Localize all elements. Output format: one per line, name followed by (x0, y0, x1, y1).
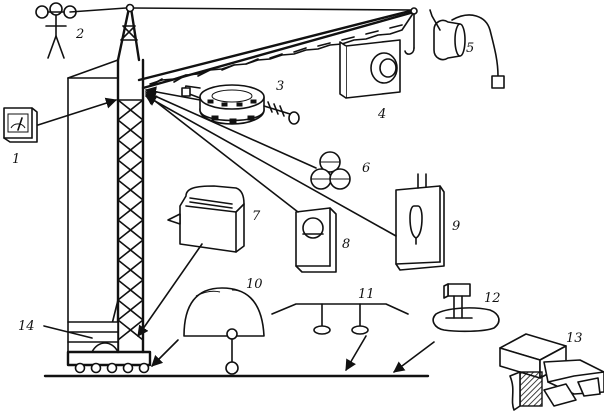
brake-mechanism: 7 (137, 185, 261, 337)
load-limiter: 3 (181, 79, 300, 125)
leader-lines (144, 86, 397, 237)
pulley-block: 6 (310, 151, 370, 190)
label-1: 1 (12, 152, 20, 167)
label-10: 10 (246, 277, 263, 292)
rail-clamp: 13 (499, 331, 604, 411)
anemometer: 2 (35, 2, 127, 59)
label-9: 9 (452, 219, 460, 234)
label-3: 3 (276, 79, 284, 94)
label-8: 8 (342, 237, 350, 252)
callout-14: 14 (18, 319, 93, 339)
ground-plate-sensor: 12 (393, 283, 501, 373)
tower-crane (66, 3, 418, 374)
label-14: 14 (18, 319, 35, 334)
label-2: 2 (75, 27, 84, 42)
label-12: 12 (484, 291, 501, 306)
label-11: 11 (358, 287, 375, 302)
label-5: 5 (466, 41, 474, 56)
control-switch-box: 9 (395, 173, 460, 271)
warning-signal: 5 (429, 9, 505, 89)
limit-switch-box: 4 (339, 39, 401, 122)
dome-sensor: 10 (151, 277, 265, 375)
track-stops: 11 (271, 287, 409, 371)
label-7: 7 (252, 209, 261, 224)
label-13: 13 (566, 331, 583, 346)
signal-lamp: 8 (295, 207, 350, 273)
load-indicator: 1 (3, 97, 118, 167)
label-6: 6 (362, 161, 370, 176)
label-4: 4 (377, 107, 386, 122)
